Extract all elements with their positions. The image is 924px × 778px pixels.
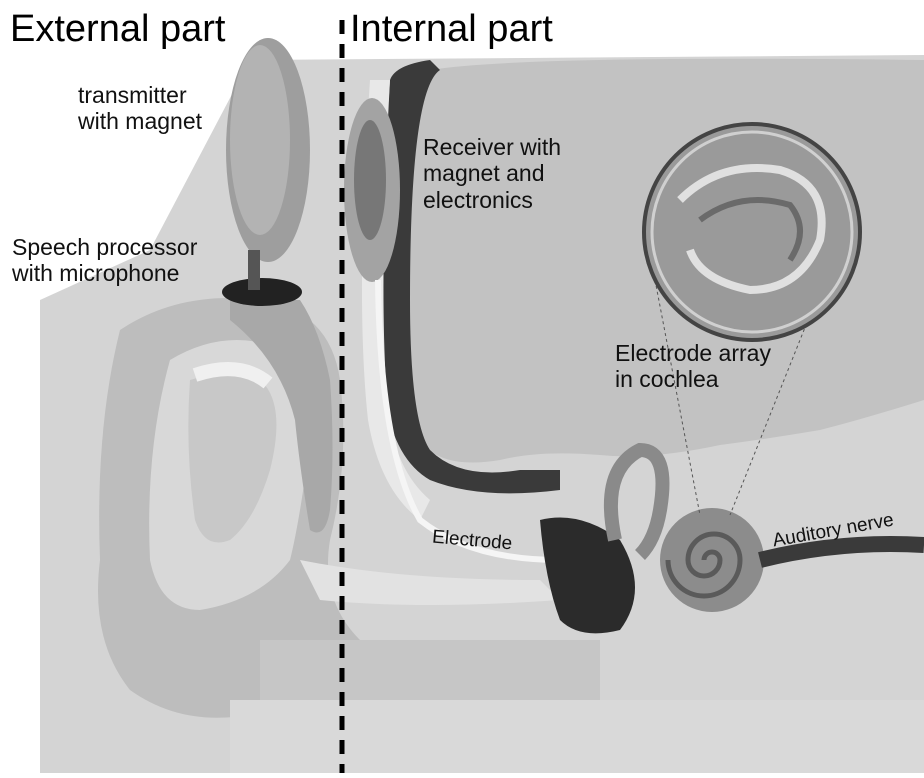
processor-label-line1: Speech processor [12,234,197,260]
receiver-label-line1: Receiver with [423,134,561,160]
processor-label: Speech processor with microphone [12,234,197,287]
electrode-array-label-line1: Electrode array [615,340,771,366]
canal-floor [260,640,600,700]
transmitter-label-line1: transmitter [78,82,202,108]
magnified-cochlea-view [644,124,860,340]
transmitter-label-line2: with magnet [78,108,202,134]
processor-label-line2: with microphone [12,260,197,286]
electrode-array-label-line2: in cochlea [615,366,771,392]
lower-tissue [230,700,924,773]
receiver-label-line3: electronics [423,187,561,213]
internal-part-header: Internal part [350,8,553,52]
external-part-header: External part [10,8,225,52]
transmitter-cable [248,250,260,290]
receiver-label: Receiver with magnet and electronics [423,134,561,213]
processor-cap [222,278,302,306]
electrode-array-label: Electrode array in cochlea [615,340,771,393]
transmitter-label: transmitter with magnet [78,82,202,135]
receiver-label-line2: magnet and [423,160,561,186]
